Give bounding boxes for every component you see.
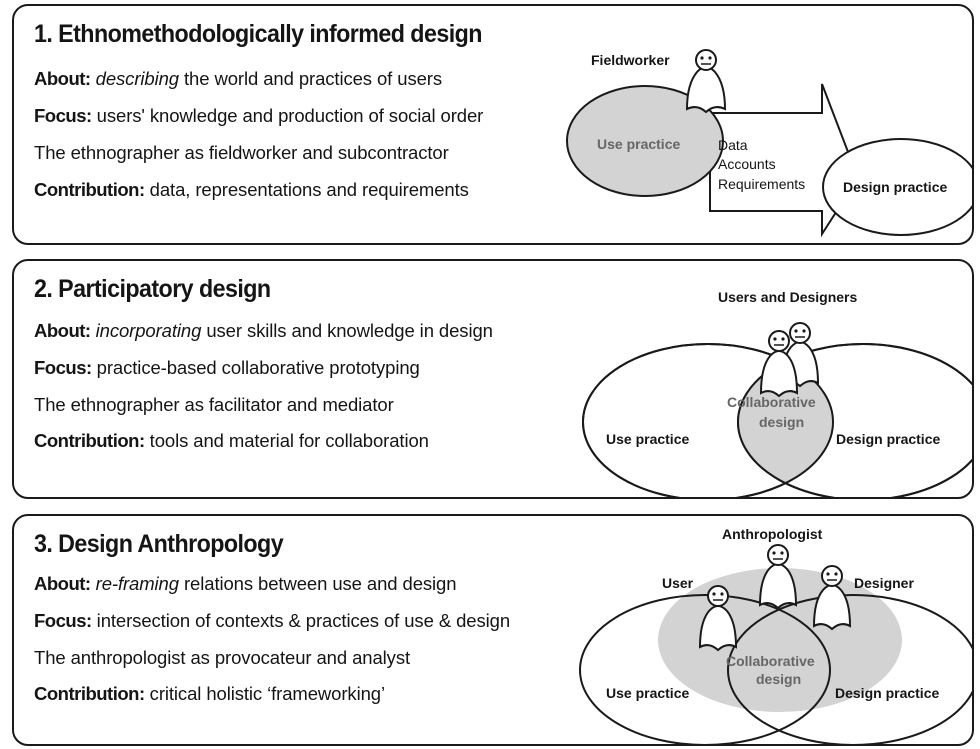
role-line: The ethnographer as fieldworker and subc… <box>34 142 449 163</box>
fieldworker-figure-icon <box>685 49 727 114</box>
about-text: user skills and knowledge in design <box>201 320 493 341</box>
contribution-line: Contribution: tools and material for col… <box>34 430 429 452</box>
collaborative-label: Collaborative <box>726 653 815 669</box>
about-emphasis: re-framing <box>95 573 179 594</box>
focus-label: Focus: <box>34 105 92 126</box>
use-practice-circle <box>566 85 724 197</box>
focus-label: Focus: <box>34 610 92 631</box>
about-text: the world and practices of users <box>178 68 442 89</box>
user-figure-icon <box>759 330 799 398</box>
about-emphasis: describing <box>95 68 179 89</box>
contribution-label: Contribution: <box>34 430 145 451</box>
about-line: About: incorporating user skills and kno… <box>34 320 493 342</box>
about-line: About: describing the world and practice… <box>34 68 442 90</box>
about-text: relations between use and design <box>178 573 457 594</box>
role-line: The anthropologist as provocateur and an… <box>34 647 411 668</box>
about-line: About: re-framing relations between use … <box>34 573 457 595</box>
designer-label: Designer <box>854 575 914 591</box>
user-label: User <box>662 575 694 591</box>
design-practice-label: Design practice <box>836 431 940 447</box>
anthropologist-label: Anthropologist <box>722 526 823 542</box>
fieldworker-label: Fieldworker <box>591 52 670 68</box>
panel-ethnomethodology: 1. Ethnomethodologically informed design… <box>12 4 974 245</box>
design-label: design <box>756 671 801 687</box>
designer-figure-icon <box>812 565 852 631</box>
contribution-line: Contribution: critical holistic ‘framewo… <box>34 683 385 705</box>
focus-label: Focus: <box>34 357 92 378</box>
panel-participatory-design: 2. Participatory design About: incorpora… <box>12 259 974 499</box>
panel-design-anthropology: 3. Design Anthropology About: re-framing… <box>12 514 974 746</box>
focus-text: users' knowledge and production of socia… <box>91 105 484 126</box>
contribution-line: Contribution: data, representations and … <box>34 179 469 201</box>
contribution-label: Contribution: <box>34 683 145 704</box>
arrow-line-requirements: Requirements <box>718 176 805 192</box>
use-practice-label: Use practice <box>597 136 680 152</box>
panel-title: 2. Participatory design <box>34 275 271 303</box>
about-label: About: <box>34 573 91 594</box>
focus-text: practice-based collaborative prototyping <box>91 357 420 378</box>
user-figure-icon <box>698 585 738 652</box>
focus-text: intersection of contexts & practices of … <box>91 610 511 631</box>
panel-title: 3. Design Anthropology <box>34 530 284 558</box>
collaborative-label: Collaborative <box>727 394 816 410</box>
design-practice-circle <box>727 594 972 744</box>
design-practice-circle <box>822 138 972 236</box>
design-practice-label: Design practice <box>835 685 939 701</box>
about-emphasis: incorporating <box>95 320 202 341</box>
arrow-line-data: Data <box>718 137 748 153</box>
contribution-label: Contribution: <box>34 179 145 200</box>
use-practice-circle <box>579 594 831 744</box>
diagram-participatory-design: Users and Designers Collaborative design… <box>582 289 972 497</box>
contribution-text: data, representations and requirements <box>144 179 469 200</box>
diagram-ethnomethodology: Fieldworker Use practice Data Accounts R… <box>566 49 972 238</box>
about-label: About: <box>34 320 91 341</box>
users-and-designers-label: Users and Designers <box>718 289 857 305</box>
diagram-design-anthropology: Anthropologist User Designer Collaborati… <box>579 526 972 744</box>
contribution-text: critical holistic ‘frameworking’ <box>144 683 385 704</box>
about-label: About: <box>34 68 91 89</box>
focus-line: Focus: intersection of contexts & practi… <box>34 610 510 632</box>
focus-line: Focus: users' knowledge and production o… <box>34 105 483 127</box>
design-practice-label: Design practice <box>843 179 947 195</box>
panel-title: 1. Ethnomethodologically informed design <box>34 20 482 48</box>
design-label: design <box>759 414 804 430</box>
role-line: The ethnographer as facilitator and medi… <box>34 394 394 415</box>
anthropologist-figure-icon <box>758 544 798 610</box>
arrow-line-accounts: Accounts <box>718 156 776 172</box>
use-practice-label: Use practice <box>606 685 689 701</box>
contribution-text: tools and material for collaboration <box>144 430 429 451</box>
use-practice-label: Use practice <box>606 431 689 447</box>
focus-line: Focus: practice-based collaborative prot… <box>34 357 420 379</box>
